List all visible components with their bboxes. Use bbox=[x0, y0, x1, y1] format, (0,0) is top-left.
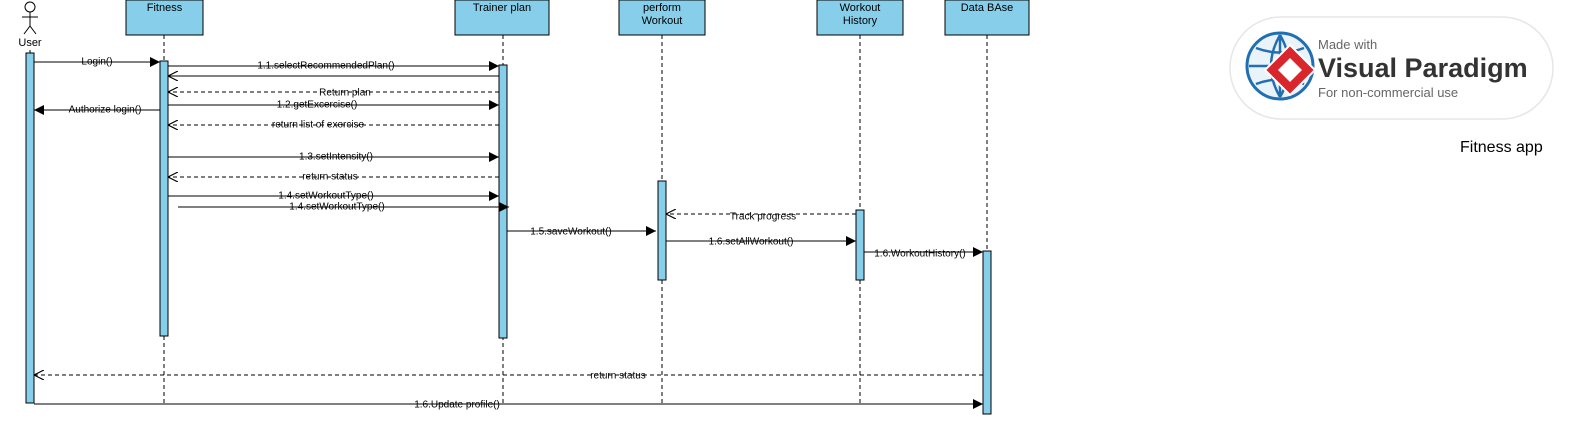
visual-paradigm-logo-icon bbox=[1245, 31, 1317, 101]
message-set-workout-type-1: 1.4.setWorkoutType() bbox=[168, 191, 499, 202]
message-return-status-trainer: return status bbox=[168, 172, 499, 183]
message-save-workout: 1.5.saveWorkout() bbox=[507, 226, 656, 238]
watermark-made-with: Made with bbox=[1318, 37, 1377, 52]
message-get-excercise: 1.2.getExcercise() bbox=[168, 100, 499, 111]
message-return-status-database: return status bbox=[34, 371, 983, 382]
message-label: 1.5.saveWorkout() bbox=[530, 227, 612, 238]
actor-leg-left bbox=[23, 25, 31, 35]
lifeline-title-database: Data BAse bbox=[961, 2, 1014, 14]
message-update-profile: 1.6.Update profile() bbox=[34, 399, 983, 411]
message-label: return list of exercise bbox=[272, 120, 365, 131]
lifeline-header-trainer: Trainer plan bbox=[454, 0, 550, 36]
message-label: 1.1.selectRecommendedPlan() bbox=[257, 61, 394, 72]
message-login: Login() bbox=[34, 57, 160, 68]
message-label: return status bbox=[302, 172, 358, 183]
message-label: Authorize login() bbox=[69, 105, 142, 116]
lifeline-header-database: Data BAse bbox=[944, 0, 1030, 36]
message-set-workout-type-2: 1.4.setWorkoutType() bbox=[178, 202, 509, 213]
activation-user bbox=[25, 52, 35, 404]
message-return-list-of-exercise: return list of exercise bbox=[168, 120, 499, 131]
diagram-caption: Fitness app bbox=[1460, 139, 1543, 156]
actor-label: User bbox=[18, 37, 42, 49]
actor-head bbox=[24, 1, 36, 13]
label-line: History bbox=[843, 15, 878, 27]
user-actor: User bbox=[18, 1, 42, 49]
message-set-intensity: 1.3.setIntensity() bbox=[168, 152, 499, 163]
label-line: perform bbox=[643, 2, 681, 14]
message-label: 1.6.Update profile() bbox=[414, 400, 500, 411]
message-label: 1.6.WorkoutHistory() bbox=[874, 249, 966, 260]
message-workout-history: 1.6.WorkoutHistory() bbox=[864, 247, 983, 260]
activation-database bbox=[982, 250, 992, 415]
message-return-plan: Return plan bbox=[168, 88, 499, 99]
label-line: Workout bbox=[642, 15, 683, 27]
message-authorize-login: Authorize login() bbox=[34, 105, 160, 116]
activation-fitness bbox=[159, 60, 169, 337]
message-label: 1.4.setWorkoutType() bbox=[278, 191, 373, 202]
watermark-usage: For non-commercial use bbox=[1318, 85, 1458, 100]
visual-paradigm-watermark: Made with Visual Paradigm For non-commer… bbox=[1229, 16, 1554, 120]
message-set-all-workout: 1.6.setAllWorkout() bbox=[666, 236, 856, 248]
activation-trainer bbox=[498, 64, 508, 339]
watermark-brand: Visual Paradigm bbox=[1318, 53, 1528, 83]
label-line: Workout bbox=[840, 2, 881, 14]
lifeline-header-fitness: Fitness bbox=[125, 0, 204, 36]
lifeline-title-fitness: Fitness bbox=[147, 2, 183, 14]
actor-leg-right bbox=[29, 25, 37, 35]
activation-history bbox=[855, 209, 865, 281]
watermark-badge bbox=[1229, 16, 1554, 120]
message-label: Track progress bbox=[730, 212, 796, 223]
message-label: 1.2.getExcercise() bbox=[277, 100, 358, 111]
message-label: Login() bbox=[81, 57, 112, 68]
message-label: Return plan bbox=[319, 88, 371, 99]
message-label: 1.6.setAllWorkout() bbox=[709, 237, 794, 248]
message-label: return status bbox=[590, 371, 646, 382]
message-label: 1.4.setWorkoutType() bbox=[289, 202, 384, 213]
message-track-progress: Track progress bbox=[666, 212, 856, 223]
lifeline-title-trainer: Trainer plan bbox=[473, 2, 531, 14]
activation-perform bbox=[657, 180, 667, 281]
message-select-recommended-plan: 1.1.selectRecommendedPlan() bbox=[168, 61, 499, 72]
message-label: 1.3.setIntensity() bbox=[299, 152, 373, 163]
